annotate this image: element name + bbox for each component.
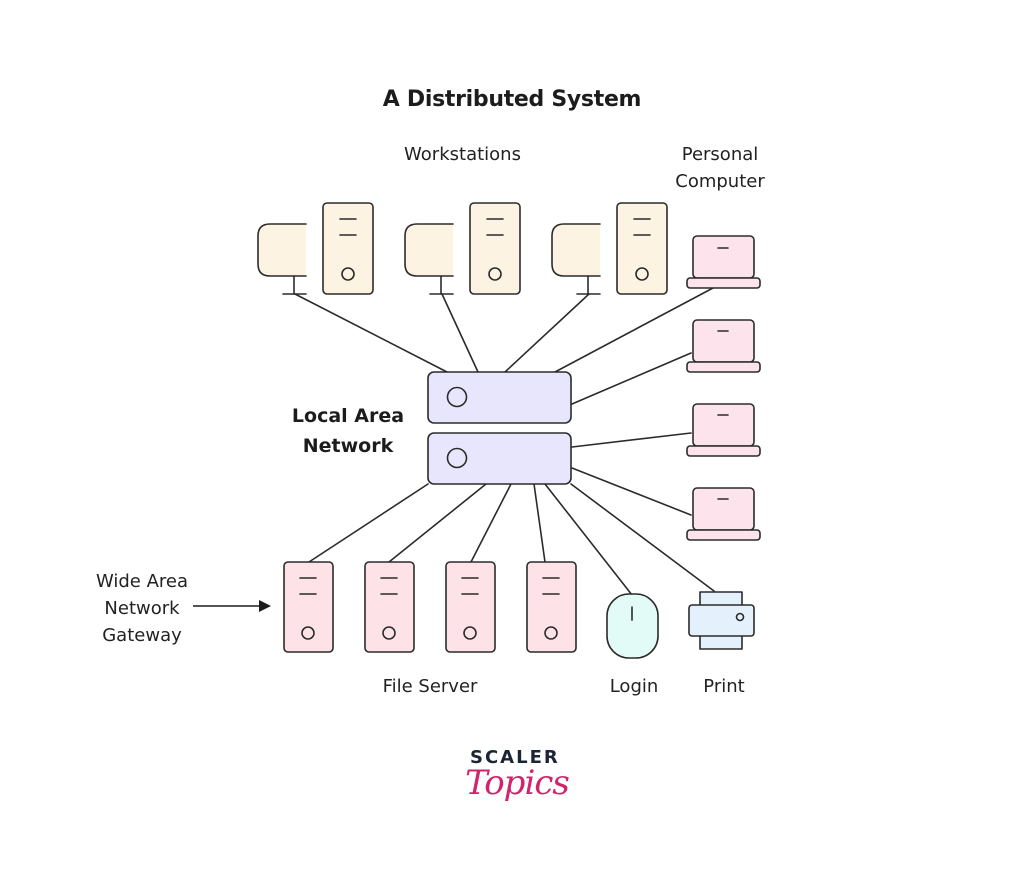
file-server-label: File Server xyxy=(382,676,478,697)
wan-arrow xyxy=(193,600,271,612)
connection-pc2 xyxy=(571,352,692,405)
connection-pc1 xyxy=(554,287,714,373)
file-server-1[interactable] xyxy=(283,561,334,653)
lan-label-line1: Local Area xyxy=(291,405,405,427)
personal-computer-label-line1: Personal xyxy=(681,144,759,165)
connection-login xyxy=(544,483,633,596)
tower-icon xyxy=(469,202,521,295)
personal-computer-label-line2: Computer xyxy=(675,171,765,192)
printer-body-icon xyxy=(688,604,755,637)
tower-icon xyxy=(616,202,668,295)
lan-switch-1[interactable] xyxy=(427,371,572,424)
personal-computer-1[interactable] xyxy=(686,235,761,289)
connection-print xyxy=(570,483,715,592)
connection-ws1 xyxy=(294,293,448,373)
status-light-icon xyxy=(446,447,468,469)
connections xyxy=(294,287,715,596)
file-server-2[interactable] xyxy=(364,561,415,653)
connection-pc3 xyxy=(571,432,692,448)
personal-computer-label: Personal Computer xyxy=(660,141,780,195)
monitor-icon xyxy=(257,223,307,277)
diagram-title: A Distributed System xyxy=(382,87,642,112)
connection-fs2 xyxy=(388,483,487,563)
connection-ws3 xyxy=(504,293,590,373)
workstation-1[interactable] xyxy=(257,202,374,295)
connection-fs1 xyxy=(308,483,429,563)
connection-fs3 xyxy=(470,483,512,563)
laptop-base-icon xyxy=(686,277,761,289)
laptop-base-icon xyxy=(686,529,761,541)
workstations-label: Workstations xyxy=(404,144,521,165)
laptop-screen-icon xyxy=(692,235,755,279)
connection-ws2 xyxy=(441,293,479,373)
wan-gateway-label-line2: Network xyxy=(104,598,180,619)
file-server-4[interactable] xyxy=(526,561,577,653)
laptop-screen-icon xyxy=(692,403,755,447)
arrow-head-icon xyxy=(259,600,271,612)
file-server-3[interactable] xyxy=(445,561,496,653)
connection-fs4 xyxy=(533,483,546,563)
lan-label-line2: Network xyxy=(302,435,394,457)
laptop-screen-icon xyxy=(692,487,755,531)
mouse-icon xyxy=(606,593,659,659)
print-label: Print xyxy=(703,676,745,697)
wan-gateway-label: Wide Area Network Gateway xyxy=(82,568,202,649)
login-device[interactable] xyxy=(606,593,659,659)
personal-computer-2[interactable] xyxy=(686,319,761,373)
monitor-icon xyxy=(551,223,601,277)
logo-topics: Topics xyxy=(465,763,570,803)
printer[interactable] xyxy=(688,591,755,650)
tower-icon xyxy=(322,202,374,295)
login-label: Login xyxy=(609,676,659,697)
wan-gateway-label-line3: Gateway xyxy=(102,625,182,646)
laptop-base-icon xyxy=(686,445,761,457)
workstation-3[interactable] xyxy=(551,202,668,295)
status-light-icon xyxy=(446,386,468,408)
logo-scaler: SCALER xyxy=(470,747,560,768)
lan-label: Local Area Network xyxy=(278,401,418,461)
laptop-base-icon xyxy=(686,361,761,373)
lan-switch-2[interactable] xyxy=(427,432,572,485)
workstation-2[interactable] xyxy=(404,202,521,295)
wan-gateway-label-line1: Wide Area xyxy=(95,571,189,592)
connection-pc4 xyxy=(571,467,692,516)
monitor-icon xyxy=(404,223,454,277)
laptop-screen-icon xyxy=(692,319,755,363)
personal-computer-4[interactable] xyxy=(686,487,761,541)
personal-computer-3[interactable] xyxy=(686,403,761,457)
